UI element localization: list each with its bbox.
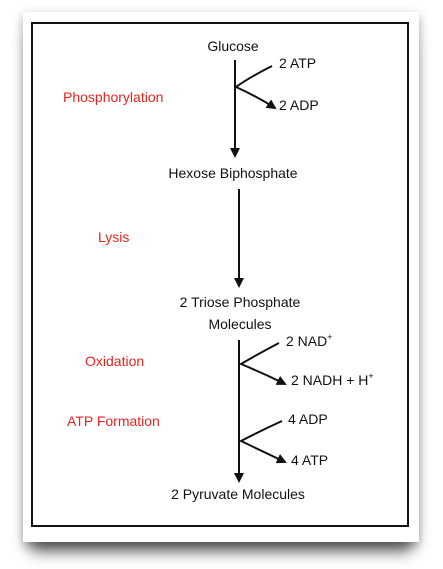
side-atp-out: 4 ATP xyxy=(291,452,328,468)
step-oxidation: Oxidation xyxy=(85,353,144,369)
step-lysis: Lysis xyxy=(98,229,129,245)
diagram-card xyxy=(23,12,419,542)
diagram-frame xyxy=(31,22,409,527)
step-atp-formation: ATP Formation xyxy=(67,413,160,429)
stage-triose-phosphate-line1: 2 Triose Phosphate xyxy=(180,294,301,310)
side-nadh-out: 2 NADH + H+ xyxy=(291,371,374,388)
side-adp-in: 4 ADP xyxy=(288,411,328,427)
side-adp-out: 2 ADP xyxy=(279,97,319,113)
side-nad-in: 2 NAD+ xyxy=(286,332,333,349)
arrow-adp-to-atp xyxy=(238,420,287,464)
arrow-atp-to-adp xyxy=(234,65,277,110)
arrow-nad-to-nadh xyxy=(238,342,287,385)
stage-triose-phosphate-line2: Molecules xyxy=(208,316,271,332)
step-phosphorylation: Phosphorylation xyxy=(63,89,163,105)
stage-hexose-biphosphate: Hexose Biphosphate xyxy=(168,165,297,181)
side-atp-in: 2 ATP xyxy=(279,55,316,71)
stage-pyruvate: 2 Pyruvate Molecules xyxy=(171,486,305,502)
stage-glucose: Glucose xyxy=(207,38,259,54)
